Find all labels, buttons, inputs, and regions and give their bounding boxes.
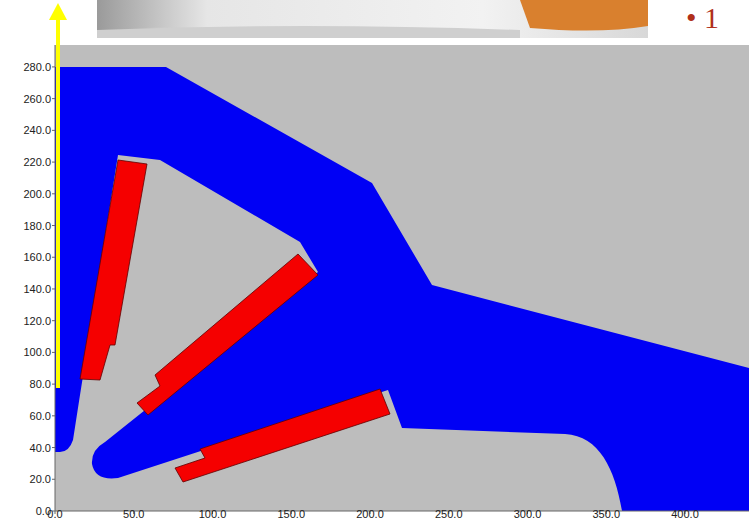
tick-mark [52, 257, 55, 258]
blue-body [55, 67, 749, 511]
tick-mark [52, 66, 55, 67]
photo-strip [97, 0, 648, 38]
photo-object [520, 0, 648, 31]
x-tick-label: 50.0 [123, 509, 144, 520]
x-tick-label: 200.0 [356, 509, 384, 520]
x-axis [55, 511, 749, 512]
tick-marks [52, 67, 685, 514]
tick-mark [52, 288, 55, 289]
x-tick-label: 300.0 [514, 509, 542, 520]
y-tick-label: 280.0 [23, 61, 51, 72]
y-tick-label: 200.0 [23, 188, 51, 199]
tick-mark [52, 447, 55, 448]
y-tick-label: 220.0 [23, 157, 51, 168]
y-axis [55, 45, 56, 511]
photo-shadow [97, 26, 520, 38]
plot-area [55, 45, 749, 511]
tick-mark [52, 130, 55, 131]
red-insert [137, 254, 318, 415]
y-tick-label: 40.0 [30, 442, 51, 453]
x-tick-label: 0.0 [47, 509, 62, 520]
tick-mark [52, 193, 55, 194]
y-tick-label: 20.0 [30, 474, 51, 485]
tick-mark [52, 352, 55, 353]
y-tick-label: 160.0 [23, 252, 51, 263]
tick-mark [52, 162, 55, 163]
yellow-arrow-head [49, 3, 67, 20]
slide-bullet: • 1 [686, 3, 719, 33]
y-tick-label: 100.0 [23, 347, 51, 358]
x-tick-label: 100.0 [199, 509, 227, 520]
tick-mark [52, 320, 55, 321]
x-tick-label: 350.0 [592, 509, 620, 520]
x-tick-label: 250.0 [435, 509, 463, 520]
tick-mark [52, 415, 55, 416]
y-tick-label: 140.0 [23, 283, 51, 294]
tick-mark [52, 479, 55, 480]
x-tick-label: 400.0 [671, 509, 699, 520]
y-tick-label: 180.0 [23, 220, 51, 231]
x-tick-label: 150.0 [277, 509, 305, 520]
y-tick-label: 240.0 [23, 125, 51, 136]
y-tick-label: 80.0 [30, 379, 51, 390]
red-insert [175, 389, 390, 482]
y-tick-label: 260.0 [23, 93, 51, 104]
tick-mark [52, 225, 55, 226]
tick-mark [52, 98, 55, 99]
y-tick-label: 60.0 [30, 410, 51, 421]
tick-mark [52, 384, 55, 385]
red-insert [80, 160, 147, 380]
y-tick-label: 120.0 [23, 315, 51, 326]
yellow-arrow [56, 18, 60, 388]
